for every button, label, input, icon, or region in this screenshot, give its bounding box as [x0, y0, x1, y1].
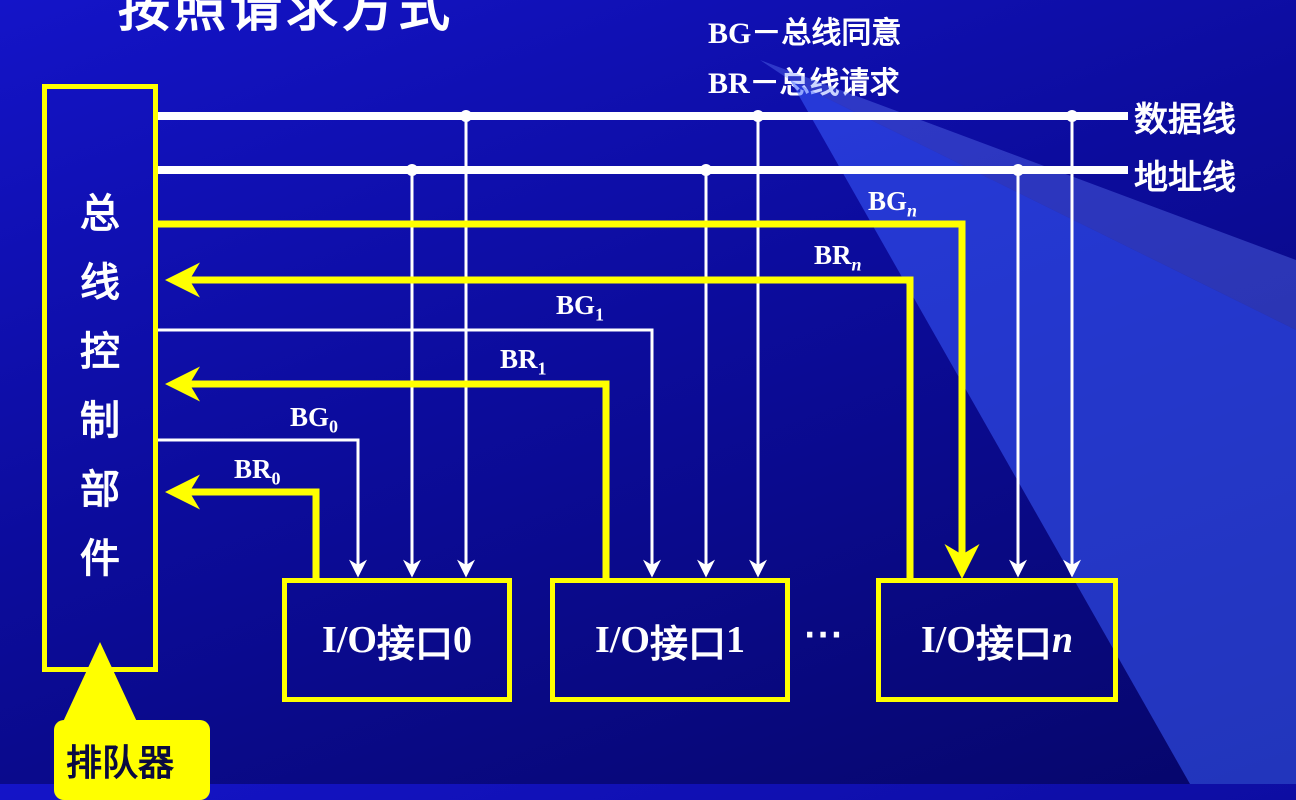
signal-label-br-1: BR1 — [500, 344, 547, 379]
slide-title: 按照请求方式 — [118, 0, 455, 39]
signal-label-bg-n: BGn — [868, 186, 918, 221]
legend-bg: BG－总线同意 — [708, 17, 902, 50]
decorative-wedge-highlight — [760, 60, 1296, 330]
address-bus-taps — [403, 164, 1027, 578]
bg-n-line — [158, 220, 980, 579]
signal-label-bg-0: BG0 — [290, 402, 339, 437]
br-0-line — [165, 474, 320, 578]
bus-controller-label: 总线控制部件 — [80, 191, 120, 582]
ellipsis: ··· — [804, 618, 845, 653]
signal-label-bg-1: BG1 — [556, 290, 605, 325]
br-n-line — [165, 262, 914, 578]
decorative-wedge — [790, 80, 1296, 784]
signal-label-br-0: BR0 — [234, 454, 281, 489]
signal-label-br-n: BRn — [814, 240, 862, 275]
bg-0-line — [158, 438, 367, 578]
address-bus-label: 地址线 — [1134, 158, 1236, 198]
data-bus-taps — [457, 110, 1081, 578]
bus-controller-box — [42, 84, 158, 672]
queue-label: 排队器 — [66, 743, 175, 784]
queue-callout-pointer — [62, 642, 138, 724]
data-bus-label: 数据线 — [1134, 100, 1236, 140]
br-1-line — [165, 366, 610, 578]
bg-1-line — [158, 328, 661, 578]
